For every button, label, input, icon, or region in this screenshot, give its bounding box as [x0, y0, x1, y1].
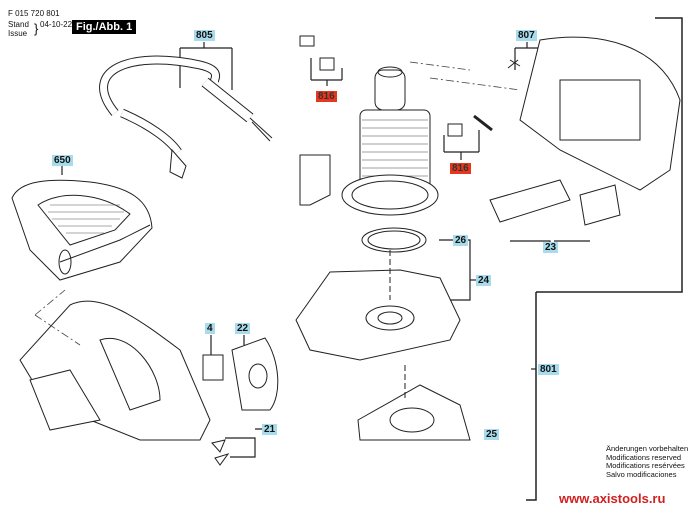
- note-line-de: Änderungen vorbehalten: [606, 444, 689, 453]
- part-label-807[interactable]: 807: [516, 30, 537, 41]
- housing-drawing: [489, 36, 681, 226]
- issue-date: 04-10-22: [40, 20, 73, 29]
- stand-label: Stand: [8, 20, 29, 29]
- document-number: F 015 720 801: [8, 9, 60, 18]
- part-label-25[interactable]: 25: [484, 429, 500, 440]
- part-label-805[interactable]: 805: [194, 30, 215, 41]
- note-line-fr: Modifications resérvées: [606, 461, 685, 470]
- note-line-es: Salvo modificaciones: [606, 469, 677, 479]
- part-label-22[interactable]: 22: [235, 323, 251, 334]
- dust-box-drawing: [11, 179, 153, 281]
- lower-housing-drawing: [19, 300, 279, 466]
- watermark-url: www.axistools.ru: [559, 491, 666, 506]
- part-label-26[interactable]: 26: [453, 235, 469, 246]
- part-label-21[interactable]: 21: [262, 424, 278, 435]
- modifications-note: Änderungen vorbehalten Modifications res…: [606, 444, 689, 479]
- sanding-base-drawing: [295, 250, 471, 441]
- note-line-en: Modifications reserved: [606, 452, 682, 462]
- part-label-650[interactable]: 650: [52, 155, 73, 166]
- part-label-801[interactable]: 801: [538, 364, 559, 375]
- part-label-4[interactable]: 4: [205, 323, 215, 334]
- issue-label: Issue: [8, 29, 28, 38]
- part-label-816-left[interactable]: 816: [316, 91, 337, 102]
- guide-lines: [34, 61, 521, 346]
- part-label-23[interactable]: 23: [543, 242, 559, 253]
- figure-label: Fig./Abb. 1: [72, 20, 137, 34]
- power-cord-drawing: [99, 55, 273, 179]
- motor-drawing: [299, 35, 493, 253]
- part-label-24[interactable]: 24: [476, 275, 492, 286]
- brace: }: [34, 21, 39, 36]
- part-label-816-right[interactable]: 816: [450, 163, 471, 174]
